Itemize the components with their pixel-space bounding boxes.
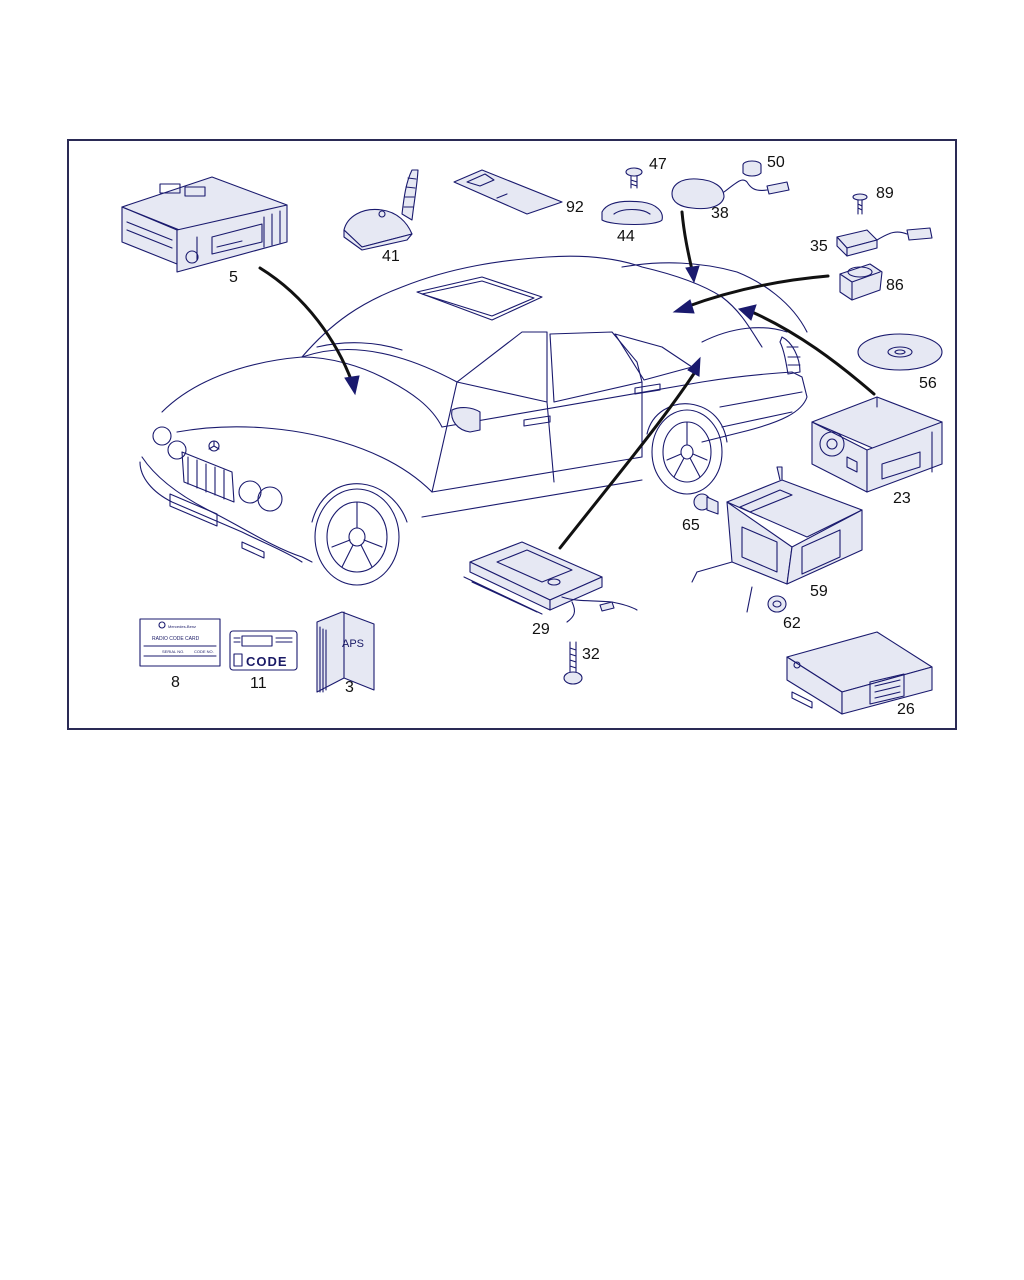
car-illustration <box>139 255 808 586</box>
callout-44: 44 <box>617 228 635 245</box>
part-44-antenna-base <box>601 200 663 225</box>
callout-50: 50 <box>767 154 785 171</box>
part-89-screw <box>852 193 868 215</box>
assembly-arrows <box>258 210 876 550</box>
part-35-module <box>836 227 933 257</box>
callout-65: 65 <box>682 517 700 534</box>
arrow-5-to-dash <box>258 266 354 384</box>
part-62-nut <box>767 595 787 613</box>
part-65-grommet <box>693 493 719 515</box>
arrowhead <box>672 299 695 314</box>
arrow-23-to-trunk <box>750 310 876 396</box>
arrowhead <box>344 375 360 396</box>
part-38-gps-antenna <box>671 178 790 210</box>
callout-23: 23 <box>893 490 911 507</box>
arrow-29-to-cabin <box>558 370 697 550</box>
part-11-code-sticker: CODE <box>229 630 298 671</box>
callout-labels: 5 41 92 47 44 50 38 89 35 86 56 23 65 59… <box>171 154 937 718</box>
callout-92: 92 <box>566 199 584 216</box>
arrow-38-to-rear <box>680 210 694 272</box>
callout-62: 62 <box>783 615 801 632</box>
callout-3: 3 <box>345 679 354 696</box>
arrowhead <box>687 356 701 377</box>
part-50-cap <box>742 160 762 177</box>
part-59-bracket <box>691 466 863 613</box>
part-8-radio-code-card: Mercedes-Benz RADIO CODE CARD SERIAL NO.… <box>139 618 221 667</box>
card-brand: Mercedes-Benz <box>168 624 196 629</box>
callout-89: 89 <box>876 185 894 202</box>
part-26-control-module <box>786 631 933 715</box>
arrowhead <box>737 304 757 321</box>
diagram-frame: Mercedes-Benz RADIO CODE CARD SERIAL NO.… <box>67 139 957 730</box>
callout-59: 59 <box>810 583 828 600</box>
callout-35: 35 <box>810 238 828 255</box>
part-86-holder <box>839 263 883 301</box>
part-47-screw <box>625 167 643 189</box>
callout-11: 11 <box>250 675 267 692</box>
sticker-code-text: CODE <box>246 654 288 669</box>
part-32-screw <box>563 641 583 685</box>
callout-41: 41 <box>382 248 400 265</box>
manual-cover-text: APS <box>342 638 364 650</box>
callout-29: 29 <box>532 621 550 638</box>
part-5-radio-unit <box>121 176 288 273</box>
part-23-cd-changer <box>811 396 943 493</box>
callout-38: 38 <box>711 205 729 222</box>
part-29-tray <box>463 541 638 623</box>
card-code-label: CODE NO. <box>194 649 214 654</box>
part-56-cd <box>857 333 943 371</box>
part-3-manual: APS <box>316 611 375 693</box>
card-title: RADIO CODE CARD <box>152 636 200 642</box>
callout-26: 26 <box>897 701 915 718</box>
card-serial-label: SERIAL NO. <box>162 649 184 654</box>
callout-8: 8 <box>171 674 180 691</box>
part-41-roof-antenna <box>343 169 419 251</box>
callout-32: 32 <box>582 646 600 663</box>
callout-86: 86 <box>886 277 904 294</box>
exploded-parts-diagram: Mercedes-Benz RADIO CODE CARD SERIAL NO.… <box>121 154 943 718</box>
callout-56: 56 <box>919 375 937 392</box>
callout-5: 5 <box>229 269 238 286</box>
part-92-foil-pad <box>453 169 563 215</box>
arrow-86-to-rear <box>684 274 830 309</box>
arrowhead <box>685 265 700 284</box>
callout-47: 47 <box>649 156 667 173</box>
